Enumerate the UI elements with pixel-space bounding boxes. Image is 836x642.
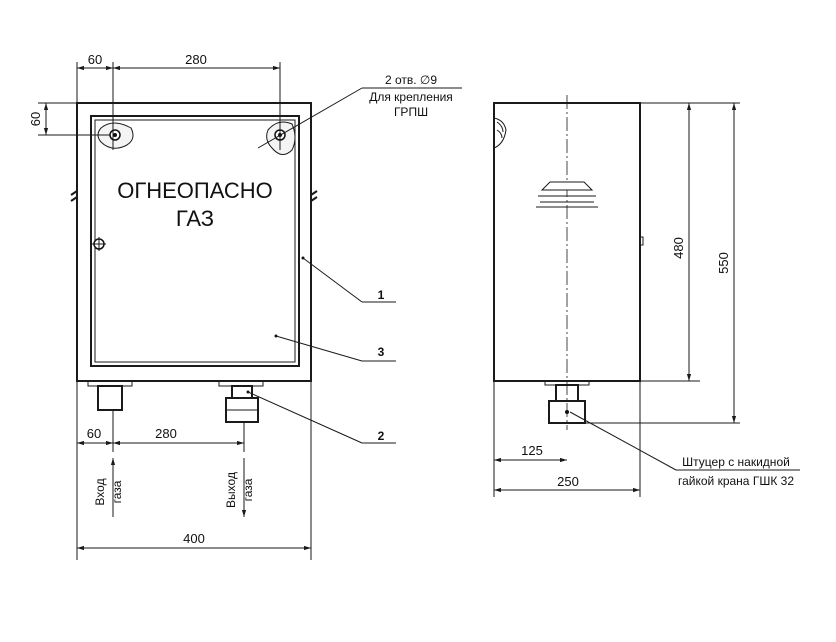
cabinet-body-front [76, 102, 312, 382]
vent-louvre [536, 181, 598, 208]
side-view: 480 550 125 250 Штуцер с накидной гайкой… [493, 95, 800, 497]
front-view: ОГНЕОПАСНО ГАЗ 60 280 60 2 отв. ∅ [28, 52, 462, 560]
holes-note-line2: Для крепления [369, 90, 453, 104]
side-mount-ear [493, 117, 507, 149]
dim-depth: 250 [557, 474, 579, 489]
dim-side-top: 60 [28, 112, 43, 126]
leader-fitting [569, 411, 677, 471]
inlet-label-line1: Вход [93, 478, 107, 505]
leader-2 [247, 391, 363, 444]
dim-offset: 125 [521, 443, 543, 458]
leader-holes [257, 87, 363, 149]
dim-total-width: 400 [183, 531, 205, 546]
side-latch [639, 236, 644, 246]
left-hinge-mark [70, 190, 78, 202]
inlet-pipe [87, 380, 133, 411]
dim-top-span: 280 [185, 52, 207, 67]
holes-note-line3: ГРПШ [394, 105, 428, 119]
cabinet-door [90, 115, 300, 367]
fitting-note-line1: Штуцер с накидной [682, 455, 790, 469]
dim-bottom-span: 280 [155, 426, 177, 441]
holes-note-line1: 2 отв. ∅9 [385, 73, 437, 87]
leader-1 [302, 257, 363, 303]
fitting-note-line2: гайкой крана ГШК 32 [678, 474, 794, 488]
side-mount-ear-detail [496, 121, 504, 139]
inlet-label-line2: газа [110, 480, 124, 503]
outlet-label-line1: Выход [224, 472, 238, 508]
side-outlet-fitting [544, 380, 590, 424]
dim-top-left: 60 [88, 52, 102, 67]
callout-3-label: 3 [378, 345, 385, 359]
door-inner-edge [94, 119, 296, 363]
callout-2-label: 2 [378, 429, 385, 443]
outlet-fitting [218, 380, 264, 423]
mounting-hole-right [266, 121, 296, 155]
outlet-label-line2: газа [241, 478, 255, 501]
door-lock-icon [92, 237, 106, 251]
right-hinge-mark [310, 190, 318, 202]
dim-height-total: 550 [716, 252, 731, 274]
dim-bottom-left: 60 [87, 426, 101, 441]
mounting-hole-left [97, 122, 134, 149]
dim-height-inner: 480 [671, 237, 686, 259]
warning-sign-line2: ГАЗ [176, 206, 214, 231]
callout-1-label: 1 [378, 288, 385, 302]
leader-3 [275, 335, 363, 362]
warning-sign-line1: ОГНЕОПАСНО [117, 178, 273, 203]
